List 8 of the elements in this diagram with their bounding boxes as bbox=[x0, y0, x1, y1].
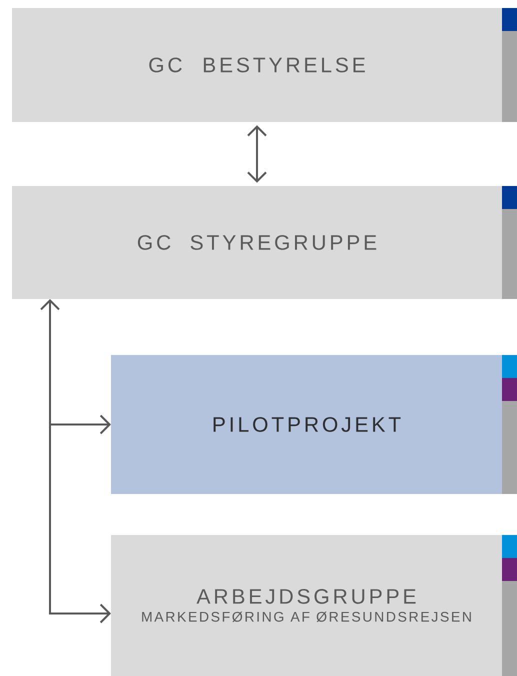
org-box: GC BESTYRELSE bbox=[12, 8, 502, 122]
org-box: PILOTPROJEKT bbox=[111, 355, 502, 494]
arrow bbox=[49, 604, 111, 624]
arrow bbox=[49, 414, 111, 434]
arrow bbox=[247, 125, 267, 183]
org-box: GC STYREGRUPPE bbox=[12, 186, 502, 299]
arrow bbox=[40, 299, 60, 614]
org-box: ARBEJDSGRUPPE MARKEDSFØRING AF ØRESUNDSREJSEN bbox=[111, 535, 502, 676]
